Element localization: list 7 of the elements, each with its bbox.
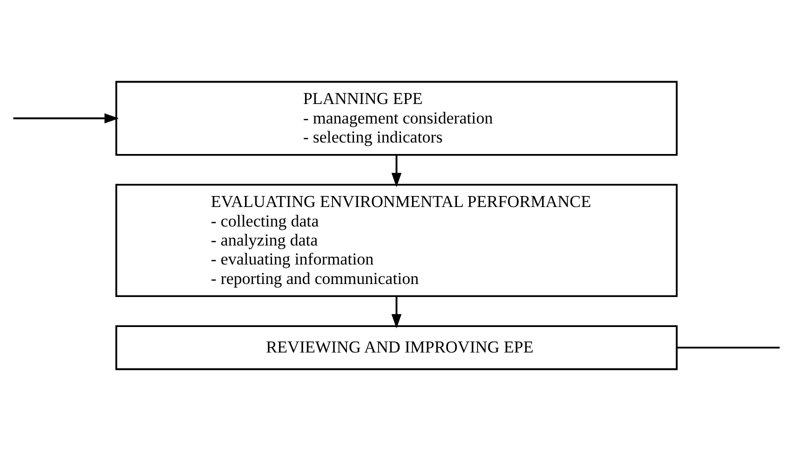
node-box: EVALUATING ENVIRONMENTAL PERFORMANCE - collecting data - analyzing data - evaluating information - reporting and communication	[115, 183, 678, 297]
node-box: PLANNING EPE - management consideration - selecting indicators	[115, 80, 678, 156]
connector	[676, 346, 780, 348]
arrow	[391, 154, 402, 187]
arrow	[13, 112, 119, 123]
arrow	[391, 296, 402, 328]
node-box: REVIEWING AND IMPROVING EPE	[115, 324, 678, 370]
